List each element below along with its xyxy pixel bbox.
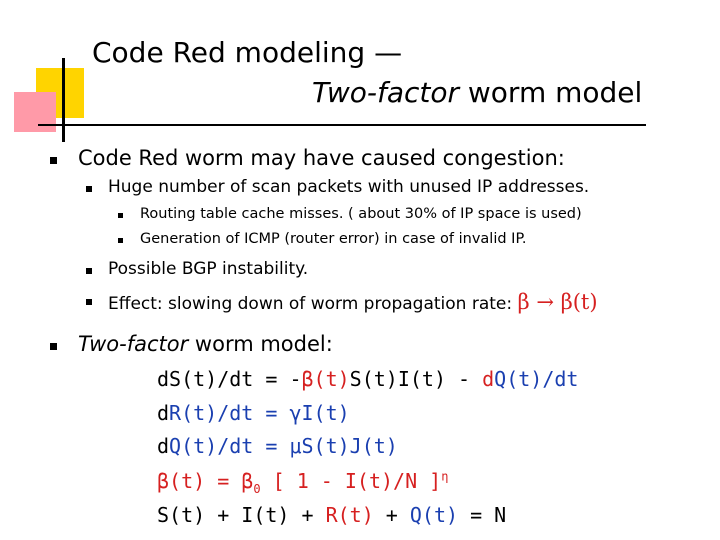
eq1-d: S(t)I(t) - [349,367,483,391]
equation-4: β(t) = β0 [ 1 - I(t)/N ]η [157,469,448,496]
bullet-square-icon [86,186,92,192]
eq3-a: d [157,434,170,458]
decor-vertical-line [62,58,65,142]
eq1-a: d [157,367,170,391]
bullet-1-1-2-text: Generation of ICMP (router error) in cas… [140,231,527,247]
slide-title-line1: Code Red modeling — [92,36,403,69]
bullet-2-text: Two-factor worm model: [78,332,333,356]
equation-1: dS(t)/dt = -β(t)S(t)I(t) - dQ(t)/dt [157,367,578,391]
bullet-square-icon [50,157,57,164]
eq1-b: S(t)/dt = - [169,367,302,391]
title-italic: Two-factor [312,76,459,109]
bullet-1-1-1-text: Routing table cache misses. ( about 30% … [140,206,582,222]
equation-2: dR(t)/dt = γI(t) [157,401,350,425]
eq1-e: d [482,367,495,391]
bullet-square-icon [86,299,92,305]
eq5-d: Q(t) [409,503,459,527]
bullet-1-2-text: Possible BGP instability. [108,259,309,279]
beta-formula: β → β(t) [517,290,598,314]
eq5-b: R(t) [325,503,374,527]
bullet-square-icon [118,213,123,218]
bullet-square-icon [86,268,92,274]
bullet-2-italic: Two-factor [78,332,189,356]
bullet-1-3-text: Effect: slowing down of worm propagation… [108,290,598,314]
bullet-1-1-text: Huge number of scan packets with unused … [108,177,590,197]
eq5-a: S(t) + I(t) + [157,503,326,527]
eq2-b: R(t)/dt = [169,401,290,425]
title-underline [38,124,646,126]
equation-3: dQ(t)/dt = μS(t)J(t) [157,434,398,458]
eq2-c: γI(t) [289,401,350,425]
eq4-b: β [241,469,254,493]
eq2-a: d [157,401,170,425]
eq4-sup: η [441,469,449,484]
bullet-1-text: Code Red worm may have caused congestion… [78,146,565,170]
bullet-square-icon [50,343,57,350]
eq1-f: Q(t)/dt [494,367,579,391]
equation-5: S(t) + I(t) + R(t) + Q(t) = N [157,503,506,527]
eq4-sub: 0 [253,482,261,496]
eq3-b: Q(t)/dt = [169,434,290,458]
effect-text: Effect: slowing down of worm propagation… [108,294,513,314]
eq1-c: β(t) [301,367,350,391]
slide-title-line2: Two-factor worm model [312,76,642,109]
bullet-2-rest: worm model: [188,332,333,356]
eq5-e: = N [458,503,507,527]
eq3-c: μS(t)J(t) [289,434,398,458]
eq5-c: + [373,503,410,527]
bullet-square-icon [118,238,123,243]
eq4-c: [ 1 - I(t)/N ] [260,469,442,493]
title-rest: worm model [459,76,643,109]
decor-pink-square [14,92,56,132]
eq4-a: β(t) = [157,469,242,493]
